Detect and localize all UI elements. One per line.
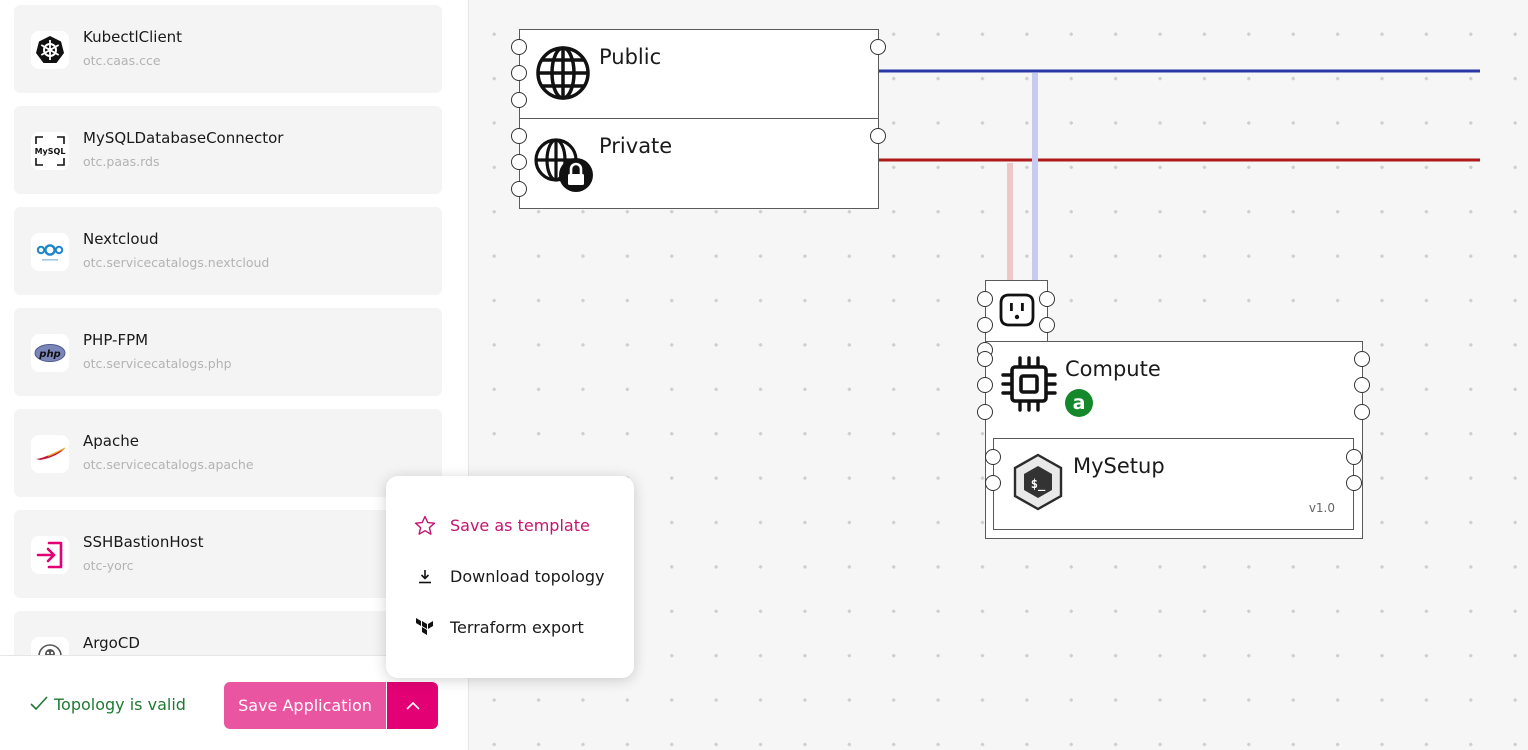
download-icon [414,568,436,584]
component-type: otc-yorc [83,558,134,573]
chevron-up-icon [405,701,421,711]
compute-node[interactable]: Compute a $_ MySetup v1.0 [977,341,1370,539]
component-sidebar: KubectlClient otc.caas.cce MySQL MySQLDa… [0,0,469,750]
svg-text:MySQL: MySQL [35,147,66,156]
node-port[interactable] [977,377,993,393]
node-port[interactable] [985,449,1001,465]
checkmark-icon [30,695,48,714]
menu-item-label: Save as template [450,515,590,535]
component-type: otc.paas.rds [83,154,160,169]
globe-lock-icon [533,137,595,197]
php-icon: php [31,334,69,372]
kubernetes-icon [31,31,69,69]
topology-canvas[interactable]: Public Private [469,0,1528,750]
node-port[interactable] [511,128,527,144]
component-card-apache[interactable]: Apache otc.servicecatalogs.apache [14,409,442,497]
login-arrow-icon [31,536,69,574]
node-port[interactable] [511,39,527,55]
connection-lines [878,69,1480,282]
network-endpoint-node[interactable] [977,280,1055,344]
component-card-nextcloud[interactable]: Nextcloud otc.servicecatalogs.nextcloud [14,207,442,295]
power-outlet-icon [999,293,1035,331]
component-type: otc.caas.cce [83,53,161,68]
component-name: SSHBastionHost [83,533,204,551]
node-port[interactable] [1039,317,1055,333]
node-port[interactable] [511,181,527,197]
node-port[interactable] [870,39,886,55]
node-port[interactable] [1346,449,1362,465]
menu-item-terraform-export[interactable]: Terraform export [386,604,634,650]
mysetup-node[interactable]: $_ MySetup v1.0 [985,438,1362,530]
private-network-node[interactable]: Private [511,118,886,209]
node-port[interactable] [1346,475,1362,491]
node-port[interactable] [1354,404,1370,420]
component-type: otc.servicecatalogs.apache [83,457,254,472]
node-port[interactable] [985,475,1001,491]
node-title: Public [599,45,662,69]
component-name: Apache [83,432,139,450]
terraform-icon [414,617,436,637]
node-title: Compute [1065,357,1161,381]
component-type: otc.servicecatalogs.nextcloud [83,255,270,270]
node-title: Private [599,134,673,158]
menu-item-label: Terraform export [450,617,584,637]
node-port[interactable] [511,154,527,170]
component-name: PHP-FPM [83,331,149,349]
svg-text:php: php [38,349,60,360]
node-port[interactable] [977,351,993,367]
version-label: v1.0 [1308,501,1335,515]
node-port[interactable] [511,65,527,81]
node-port[interactable] [977,317,993,333]
save-options-toggle-button[interactable] [387,682,438,729]
svg-text:a: a [1073,392,1086,414]
bash-icon: $_ [1012,453,1064,515]
node-title: MySetup [1073,454,1165,478]
node-port[interactable] [977,404,993,420]
node-port[interactable] [1354,377,1370,393]
component-card-kubectlclient[interactable]: KubectlClient otc.caas.cce [14,5,442,93]
save-options-menu: Save as template Download topology Terra… [386,476,634,678]
node-port[interactable] [1354,351,1370,367]
component-name: KubectlClient [83,28,183,46]
node-port[interactable] [870,128,886,144]
component-name: MySQLDatabaseConnector [83,129,284,147]
ansible-icon: a [1064,388,1094,422]
component-card-mysqldatabaseconnector[interactable]: MySQL MySQLDatabaseConnector otc.paas.rd… [14,106,442,194]
node-port[interactable] [977,291,993,307]
component-name: ArgoCD [83,634,140,652]
component-card-sshbastionhost[interactable]: SSHBastionHost otc-yorc [14,510,442,598]
globe-icon [535,45,591,105]
nextcloud-icon [31,233,69,271]
save-application-button[interactable]: Save Application [224,682,386,729]
menu-item-download-topology[interactable]: Download topology [386,553,634,599]
component-card-php-fpm[interactable]: php PHP-FPM otc.servicecatalogs.php [14,308,442,396]
menu-item-label: Download topology [450,566,605,586]
topology-status: Topology is valid [30,695,186,714]
component-name: Nextcloud [83,230,159,248]
star-icon [414,515,436,536]
topology-status-text: Topology is valid [54,695,186,714]
apache-feather-icon [31,435,69,473]
public-network-node[interactable]: Public [511,29,886,120]
node-port[interactable] [1039,291,1055,307]
node-port[interactable] [511,92,527,108]
menu-item-save-as-template[interactable]: Save as template [386,502,634,548]
cpu-chip-icon [1000,355,1058,417]
component-type: otc.servicecatalogs.php [83,356,232,371]
svg-text:$_: $_ [1031,477,1046,492]
mysql-icon: MySQL [31,132,69,170]
